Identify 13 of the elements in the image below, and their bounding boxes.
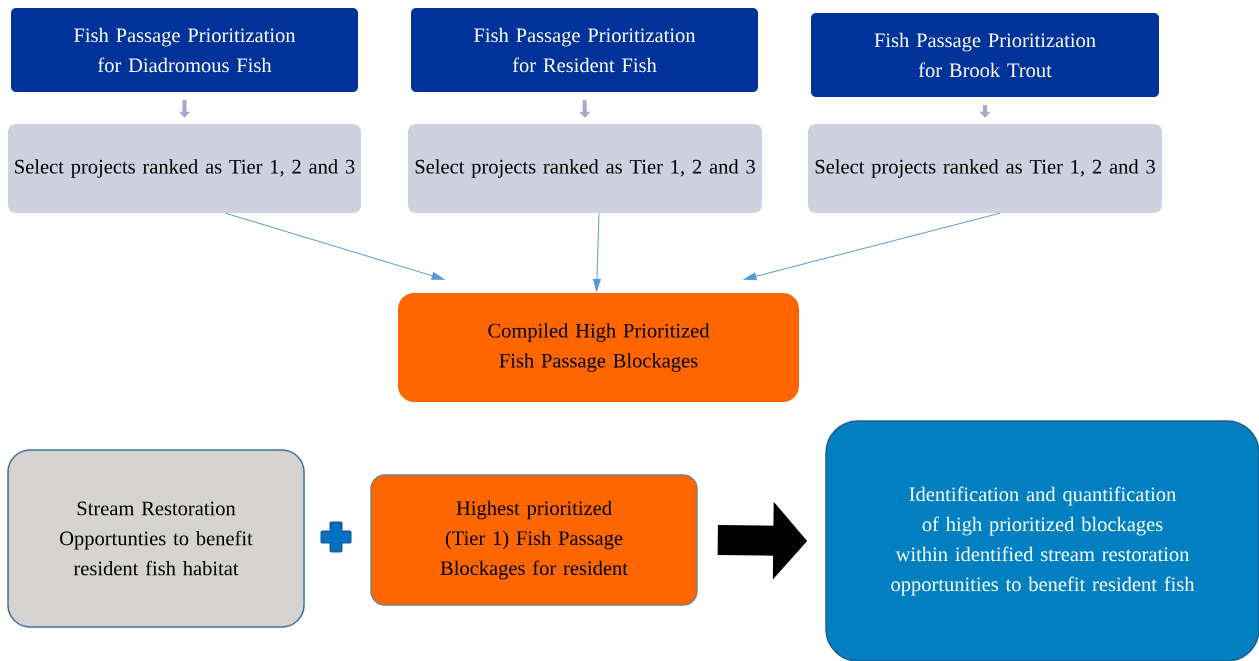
step-box: Select projects ranked as Tier 1, 2 and 3 bbox=[808, 124, 1162, 213]
input-box: Stream Restoration Opportunties to benefit resident fish habitat bbox=[7, 449, 305, 628]
arrow bbox=[225, 212, 445, 280]
arrow bbox=[743, 212, 1001, 281]
step-box: Select projects ranked as Tier 1, 2 and 3 bbox=[408, 124, 762, 213]
input-box: Highest prioritized (Tier 1) Fish Passage Blockages for resident bbox=[370, 474, 698, 606]
arrow bbox=[592, 212, 601, 292]
step-box: Select projects ranked as Tier 1, 2 and 3 bbox=[8, 124, 361, 213]
heading-box: Fish Passage Prioritization for Brook Trout bbox=[811, 13, 1159, 97]
result-box: Compiled High Prioritized Fish Passage Blockages bbox=[398, 293, 799, 402]
heading-box: Fish Passage Prioritization for Resident Fish bbox=[411, 8, 758, 92]
heading-box: Fish Passage Prioritization for Diadromous Fish bbox=[11, 8, 358, 92]
outcome-box: Identification and quantification of high prioritized blockages within identified stream restoration opportunities to benefit resident fish bbox=[825, 420, 1259, 661]
